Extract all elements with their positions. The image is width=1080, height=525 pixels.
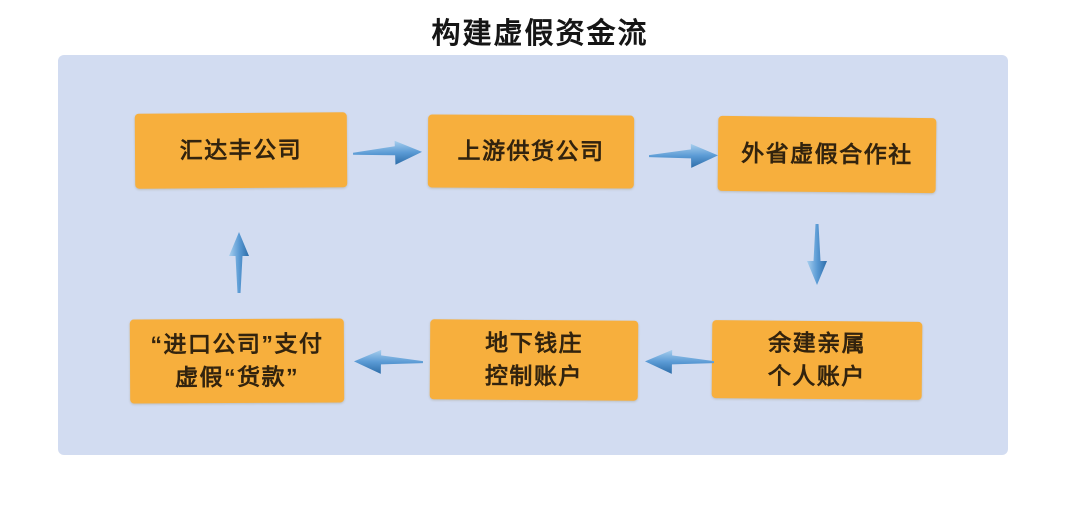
arrow-right-icon (353, 140, 423, 165)
node-label-line1: 余建亲属 (768, 329, 867, 357)
arrow-left-icon (644, 349, 715, 374)
arrow-right-icon (648, 143, 719, 168)
node-label-line2: 控制账户 (484, 362, 583, 390)
node-label: 汇达丰公司 (179, 136, 303, 164)
node-label-line1: 地下钱庄 (485, 329, 584, 356)
flow-node-fake-cooperative: 外省虚假合作社 (717, 115, 937, 194)
arrow-up-icon (229, 232, 249, 293)
node-label: 上游供货公司 (457, 137, 605, 165)
diagram-panel: 汇达丰公司 上游供货公司 外省虚假合作社 余建亲属 个人账户 地下钱庄 控制账户… (58, 55, 1008, 455)
flow-node-upstream-supplier: 上游供货公司 (427, 114, 635, 189)
node-label: 外省虚假合作社 (741, 139, 913, 168)
flow-node-huidafeng-company: 汇达丰公司 (134, 112, 348, 189)
flow-node-import-company-payment: “进口公司”支付 虚假“货款” (129, 318, 345, 404)
arrow-down-icon (807, 224, 827, 285)
arrow-left-icon (353, 349, 424, 374)
flow-node-underground-bank-accounts: 地下钱庄 控制账户 (429, 319, 639, 401)
flow-node-relatives-accounts: 余建亲属 个人账户 (711, 320, 923, 400)
node-label-line1: “进口公司”支付 (150, 330, 324, 358)
node-label-line2: 虚假“货款” (175, 363, 300, 391)
diagram-title: 构建虚假资金流 (431, 18, 649, 50)
node-label-line2: 个人账户 (767, 362, 866, 390)
